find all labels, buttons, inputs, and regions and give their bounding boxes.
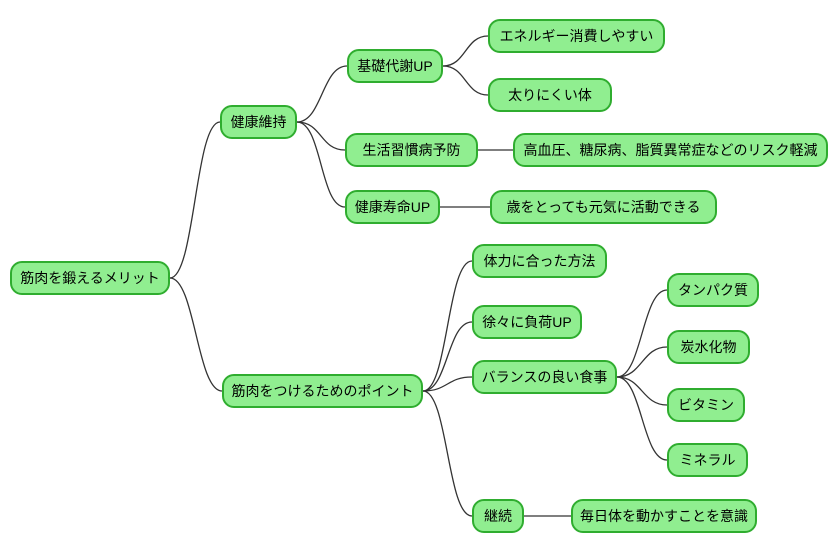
link-muscle-building-points-to-gradual-load-up [422,321,473,392]
link-basal-metabolism-up-to-easy-energy-consumption [442,35,489,67]
node-balanced-diet[interactable]: バランスの良い食事 [472,360,617,394]
node-mineral[interactable]: ミネラル [667,443,748,477]
node-healthy-lifespan-up[interactable]: 健康寿命UP [345,190,440,224]
node-basal-metabolism-up[interactable]: 基礎代謝UP [347,49,443,83]
node-root[interactable]: 筋肉を鍛えるメリット [10,261,170,295]
node-carbohydrate[interactable]: 炭水化物 [667,330,750,364]
link-health-maintenance-to-healthy-lifespan-up [296,121,346,208]
node-daily-movement-awareness[interactable]: 毎日体を動かすことを意識 [571,499,757,533]
link-muscle-building-points-to-continuation [422,390,473,517]
node-gradual-load-up[interactable]: 徐々に負荷UP [472,305,582,339]
node-hard-to-gain-weight[interactable]: 太りにくい体 [488,78,612,112]
link-balanced-diet-to-vitamin [616,376,668,406]
link-muscle-building-points-to-method-matching-fitness [422,260,473,392]
node-active-in-old-age[interactable]: 歳をとっても元気に活動できる [490,190,717,224]
node-easy-energy-consumption[interactable]: エネルギー消費しやすい [488,19,665,53]
link-health-maintenance-to-lifestyle-disease-prevention [296,121,346,151]
node-lifestyle-disease-prevention[interactable]: 生活習慣病予防 [345,133,478,167]
link-health-maintenance-to-basal-metabolism-up [296,65,348,123]
node-protein[interactable]: タンパク質 [667,273,759,307]
node-continuation[interactable]: 継続 [472,499,524,533]
node-muscle-building-points[interactable]: 筋肉をつけるためのポイント [222,374,423,408]
link-root-to-health-maintenance [169,121,221,279]
node-method-matching-fitness[interactable]: 体力に合った方法 [472,244,607,278]
link-balanced-diet-to-carbohydrate [616,346,668,378]
link-root-to-muscle-building-points [169,277,223,392]
link-basal-metabolism-up-to-hard-to-gain-weight [442,65,489,96]
link-muscle-building-points-to-balanced-diet [422,376,473,392]
node-risk-reduction[interactable]: 高血圧、糖尿病、脂質異常症などのリスク軽減 [513,133,828,167]
node-vitamin[interactable]: ビタミン [667,388,745,422]
node-health-maintenance[interactable]: 健康維持 [220,105,297,139]
link-balanced-diet-to-protein [616,289,668,378]
link-balanced-diet-to-mineral [616,376,668,461]
